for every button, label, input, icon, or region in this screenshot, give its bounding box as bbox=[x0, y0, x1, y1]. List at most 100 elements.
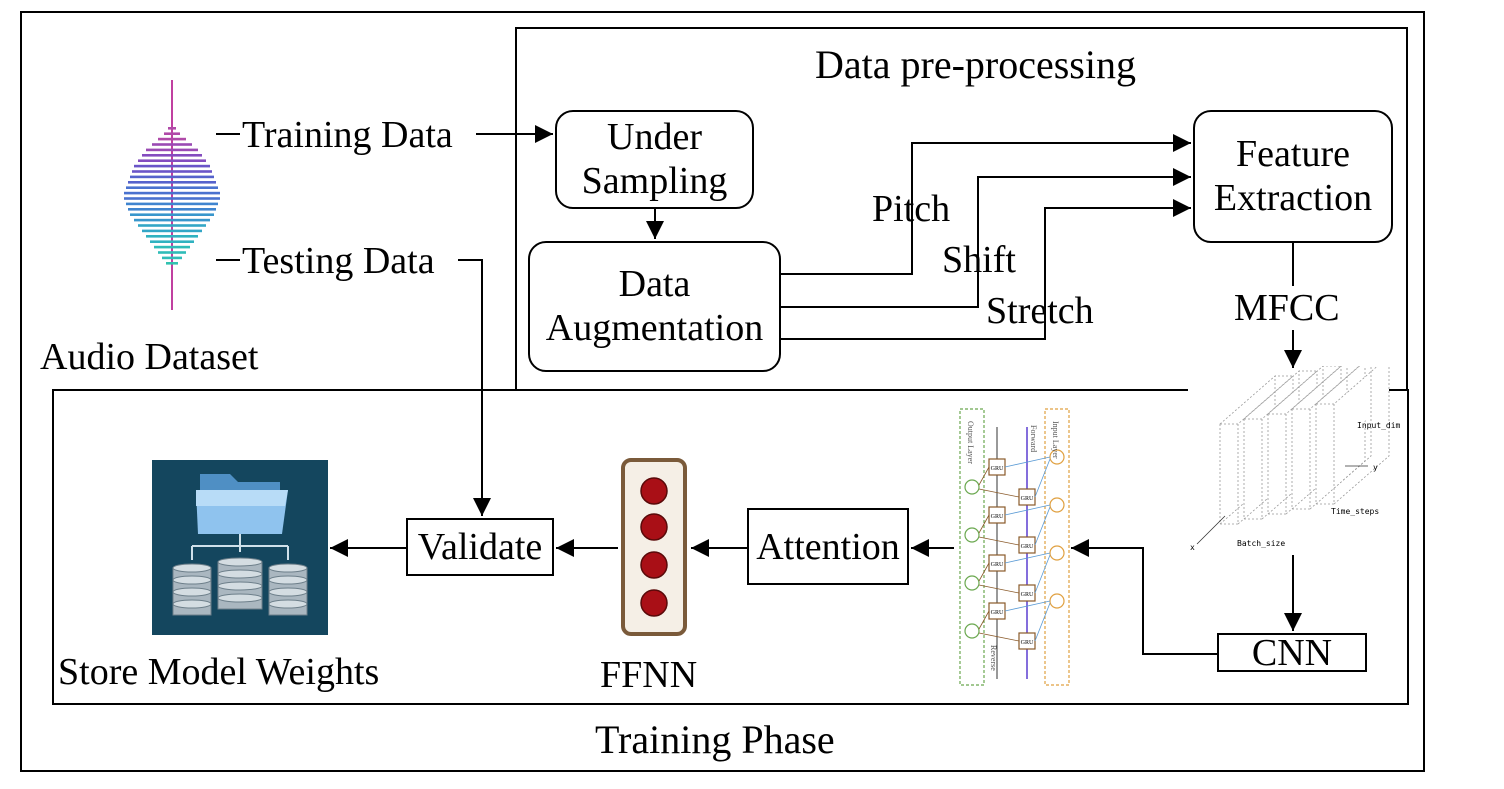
database-disk-top bbox=[268, 575, 308, 585]
database-disk-top bbox=[172, 575, 212, 585]
waveform-bar bbox=[128, 208, 216, 211]
waveform-bar bbox=[138, 159, 206, 162]
tensor-y-label: y bbox=[1373, 463, 1378, 472]
waveform-bar bbox=[142, 154, 202, 157]
preprocessing-title: Data pre-processing bbox=[815, 42, 1136, 87]
mfcc-label: MFCC bbox=[1234, 287, 1340, 329]
bigru-link bbox=[978, 536, 1020, 546]
waveform-bar bbox=[128, 181, 216, 184]
bigru-output-node bbox=[964, 623, 980, 639]
bigru-output-node bbox=[964, 479, 980, 495]
validate-label: Validate bbox=[417, 526, 543, 568]
bigru-link bbox=[978, 632, 1020, 642]
bigru-link bbox=[978, 466, 990, 486]
tensor-time-steps-label: Time_steps bbox=[1331, 507, 1379, 516]
bigru-reverse-label: Reverse bbox=[989, 645, 998, 671]
waveform-bar bbox=[138, 224, 206, 227]
bigru-link bbox=[1004, 504, 1051, 516]
arrow-pitch bbox=[781, 134, 1191, 275]
waveform-bar bbox=[166, 262, 178, 265]
tensor-figure: Input_dim y Time_steps Batch_size x bbox=[1190, 366, 1401, 552]
feature-extraction-box: Feature Extraction bbox=[1193, 110, 1393, 243]
waveform-bar bbox=[134, 218, 210, 222]
waveform-bar bbox=[142, 229, 202, 233]
bigru-cell-label: GRU bbox=[1021, 592, 1034, 598]
waveform-bar bbox=[150, 240, 194, 243]
bigru-link bbox=[978, 562, 990, 582]
database-icon bbox=[152, 460, 328, 635]
bigru-cell-label: GRU bbox=[991, 562, 1004, 568]
testing-data-label: Testing Data bbox=[242, 240, 435, 282]
bigru-cell-label: GRU bbox=[1021, 496, 1034, 502]
waveform-bar bbox=[124, 197, 220, 200]
bigru-cell-label: GRU bbox=[991, 610, 1004, 616]
waveform-bar bbox=[130, 175, 214, 179]
arrow-testing-to-validate bbox=[458, 259, 491, 516]
under-sampling-line2: Sampling bbox=[581, 159, 728, 202]
database-disk-top bbox=[268, 599, 308, 609]
bigru-input-layer-label: Input Layer bbox=[1051, 421, 1060, 459]
ffnn-node bbox=[640, 589, 668, 617]
bigru-forward-label: Forward bbox=[1029, 425, 1038, 452]
bigru-cell-label: GRU bbox=[991, 466, 1004, 472]
bigru-link bbox=[978, 514, 990, 534]
training-data-label: Training Data bbox=[242, 114, 453, 156]
ffnn-node bbox=[640, 551, 668, 579]
cnn-label: CNN bbox=[1251, 631, 1333, 674]
data-augmentation-line1: Data bbox=[618, 262, 691, 305]
waveform-bar bbox=[126, 186, 218, 189]
ffnn-node bbox=[640, 477, 668, 505]
ffnn-icon bbox=[621, 458, 687, 636]
bigru-link bbox=[1004, 552, 1051, 564]
waveform-bar bbox=[130, 213, 214, 216]
data-augmentation-line2: Augmentation bbox=[545, 306, 764, 349]
feature-extraction-line1: Feature bbox=[1236, 132, 1350, 175]
data-augmentation-box: Data Augmentation bbox=[528, 241, 781, 372]
store-weights-label: Store Model Weights bbox=[58, 651, 380, 693]
waveform-bar bbox=[132, 170, 212, 173]
database-disk-top bbox=[268, 563, 308, 573]
arrow-stretch bbox=[781, 199, 1191, 340]
bigru-cell-label: GRU bbox=[991, 514, 1004, 520]
bigru-output-node bbox=[964, 527, 980, 543]
folder-icon bbox=[196, 474, 288, 534]
preprocessing-frame bbox=[515, 27, 1408, 391]
tensor-x-axis bbox=[1196, 515, 1226, 545]
database-disk-top bbox=[217, 557, 263, 567]
ffnn-node bbox=[640, 513, 668, 541]
arrow-cnn-to-bigru bbox=[1071, 539, 1217, 655]
tensor-input-dim-label: Input_dim bbox=[1357, 421, 1401, 430]
tensor-batch-size-label: Batch_size bbox=[1237, 539, 1285, 548]
training-phase-title: Training Phase bbox=[595, 717, 835, 762]
feature-extraction-line2: Extraction bbox=[1213, 176, 1373, 219]
arrow-shift bbox=[781, 168, 1191, 308]
bigru-link bbox=[1004, 456, 1051, 468]
database-disk-top bbox=[217, 569, 263, 579]
stretch-label: Stretch bbox=[986, 290, 1094, 332]
training-phase-frame bbox=[52, 389, 1409, 705]
waveform-bar bbox=[168, 127, 176, 130]
waveform-bar bbox=[126, 202, 218, 206]
waveform-icon bbox=[124, 80, 220, 310]
attention-label: Attention bbox=[756, 525, 900, 568]
waveform-bar bbox=[152, 143, 192, 146]
waveform-bar bbox=[154, 245, 190, 249]
audio-dataset-label: Audio Dataset bbox=[40, 336, 259, 378]
database-disk-top bbox=[172, 563, 212, 573]
bigru-link bbox=[1034, 506, 1051, 546]
bigru-link bbox=[1034, 458, 1051, 498]
bigru-link bbox=[1004, 600, 1051, 612]
bigru-output-node bbox=[964, 575, 980, 591]
waveform-bar bbox=[162, 256, 182, 260]
validate-box: Validate bbox=[406, 518, 554, 576]
outer-frame bbox=[20, 11, 1425, 772]
waveform-bar bbox=[134, 164, 210, 168]
bigru-cell-label: GRU bbox=[1021, 640, 1034, 646]
waveform-bar bbox=[158, 251, 186, 254]
bigru-link bbox=[1034, 602, 1051, 642]
bigru-cell-label: GRU bbox=[1021, 544, 1034, 550]
bigru-link bbox=[978, 584, 1020, 594]
database-disk-top bbox=[268, 587, 308, 597]
